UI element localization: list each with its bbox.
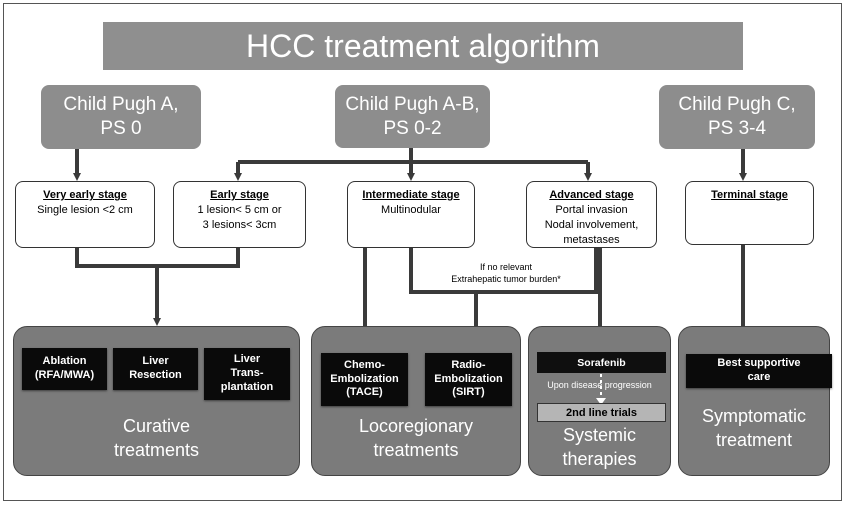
- early-stage-title: Early stage: [210, 189, 269, 201]
- child-pugh-c-box: Child Pugh C, PS 3-4: [659, 85, 815, 149]
- locoregional-title: Locoregionary treatments: [311, 414, 521, 463]
- symptomatic-panel: [678, 326, 830, 476]
- locoregional-title-line1: Locoregionary: [358, 416, 474, 436]
- advanced-stage-line3: metastases: [563, 233, 620, 246]
- transplant-line2: Trans-: [230, 367, 264, 380]
- ablation-box: Ablation (RFA/MWA): [22, 348, 107, 390]
- bsc-line1: Best supportive: [717, 357, 801, 370]
- early-stage-line2: 3 lesions< 3cm: [202, 218, 277, 231]
- tace-line1: Chemo-: [344, 358, 385, 371]
- advanced-stage-line2: Nodal involvement,: [544, 218, 639, 231]
- child-pugh-a-line1: Child Pugh A,: [63, 94, 179, 116]
- note-line2: Extrahepatic tumor burden*: [451, 274, 561, 285]
- child-pugh-ab-line1: Child Pugh A-B,: [345, 93, 480, 115]
- ablation-line1: Ablation: [42, 355, 87, 368]
- systemic-title: Systemic therapies: [528, 423, 671, 472]
- child-pugh-c-line2: PS 3-4: [707, 118, 767, 139]
- symptomatic-title-line1: Symptomatic: [701, 406, 807, 426]
- locoregional-title-line2: treatments: [373, 440, 459, 461]
- figure-frame: [3, 3, 842, 501]
- sirt-line3: (SIRT): [452, 386, 485, 399]
- child-pugh-ab-line2: PS 0-2: [383, 117, 442, 139]
- resection-line1: Liver: [142, 355, 169, 368]
- terminal-stage-title: Terminal stage: [711, 189, 788, 201]
- progression-label: Upon disease progression: [547, 380, 652, 390]
- transplant-line1: Liver: [233, 353, 261, 366]
- child-pugh-c-line1: Child Pugh C,: [678, 94, 796, 116]
- ablation-line2: (RFA/MWA): [34, 369, 95, 381]
- intermediate-stage-line: Multinodular: [381, 203, 441, 216]
- terminal-stage-box: Terminal stage: [685, 181, 814, 245]
- sirt-line2: Embolization: [434, 372, 503, 385]
- very-early-stage-line: Single lesion <2 cm: [37, 203, 133, 216]
- diagram-title: HCC treatment algorithm: [103, 22, 743, 70]
- bracket-sirt: [409, 248, 598, 294]
- child-pugh-a-line2: PS 0: [100, 118, 142, 139]
- transplant-line3: plantation: [220, 380, 274, 393]
- sirt-line1: Radio-: [451, 358, 486, 371]
- curative-title-line1: Curative: [122, 416, 191, 436]
- sirt-box: Radio- Embolization (SIRT): [425, 353, 512, 406]
- resection-line2: Resection: [129, 369, 182, 381]
- early-stage-box: Early stage 1 lesion< 5 cm or 3 lesions<…: [173, 181, 306, 248]
- bracket-curative: [75, 248, 240, 268]
- curative-title-line2: treatments: [113, 440, 200, 461]
- child-pugh-ab-box: Child Pugh A-B, PS 0-2: [335, 85, 490, 148]
- liver-transplantation-box: Liver Trans- plantation: [204, 348, 290, 400]
- second-line-trials-box: 2nd line trials: [537, 403, 666, 422]
- advanced-stage-box: Advanced stage Portal invasion Nodal inv…: [526, 181, 657, 248]
- early-stage-line1: 1 lesion< 5 cm or: [197, 203, 282, 216]
- advanced-stage-line1: Portal invasion: [555, 203, 628, 216]
- symptomatic-title: Symptomatic treatment: [678, 404, 830, 453]
- tace-line2: Embolization: [330, 372, 399, 385]
- extrahepatic-note: If no relevant Extrahepatic tumor burden…: [426, 261, 586, 285]
- note-line1: If no relevant: [479, 262, 533, 272]
- tace-line3: (TACE): [346, 386, 383, 399]
- intermediate-stage-title: Intermediate stage: [362, 189, 460, 201]
- bsc-line2: care: [747, 371, 771, 383]
- systemic-title-line1: Systemic: [562, 425, 636, 445]
- very-early-stage-box: Very early stage Single lesion <2 cm: [15, 181, 155, 248]
- advanced-stage-title: Advanced stage: [549, 189, 634, 201]
- sorafenib-box: Sorafenib: [537, 352, 666, 373]
- intermediate-stage-box: Intermediate stage Multinodular: [347, 181, 475, 248]
- systemic-title-line2: therapies: [562, 449, 637, 470]
- best-supportive-care-box: Best supportive care: [686, 354, 832, 388]
- progression-dashed-arrow: [596, 374, 606, 405]
- liver-resection-box: Liver Resection: [113, 348, 198, 390]
- child-pugh-a-box: Child Pugh A, PS 0: [41, 85, 201, 149]
- curative-title: Curative treatments: [13, 414, 300, 463]
- tace-box: Chemo- Embolization (TACE): [321, 353, 408, 406]
- very-early-stage-title: Very early stage: [43, 189, 127, 201]
- symptomatic-title-line2: treatment: [715, 430, 793, 451]
